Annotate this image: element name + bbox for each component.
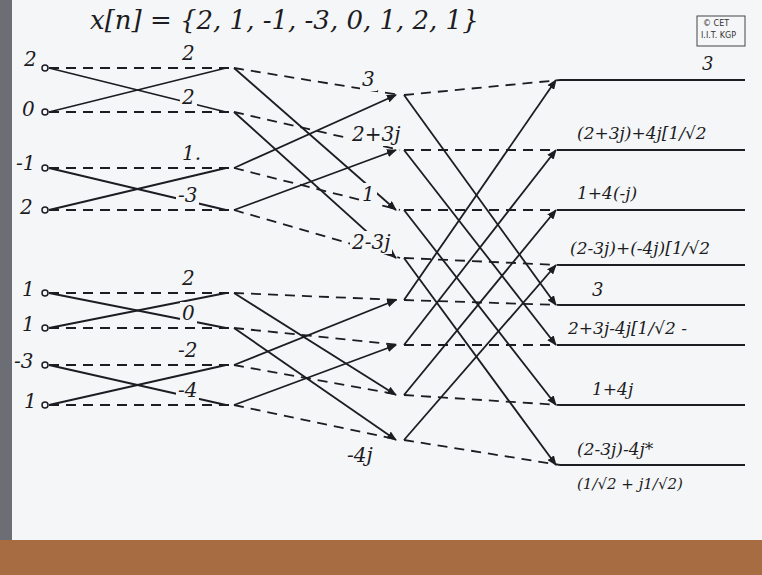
table-surface bbox=[0, 540, 762, 575]
input-node bbox=[42, 165, 48, 171]
stage1-value: 2 bbox=[180, 42, 197, 65]
butterfly-cross bbox=[49, 168, 226, 210]
butterfly-cross bbox=[49, 293, 226, 328]
butterfly-straight bbox=[404, 149, 560, 151]
butterfly-cross bbox=[404, 150, 556, 345]
stage1-value: 2 bbox=[180, 86, 197, 109]
stage2-value: 3 bbox=[360, 68, 377, 91]
butterfly-cross bbox=[404, 210, 556, 395]
stage2-value: 2-3j bbox=[350, 231, 392, 254]
input-value: 0 bbox=[20, 98, 37, 121]
butterfly-straight bbox=[404, 258, 560, 265]
input-node bbox=[42, 402, 48, 408]
butterfly-cross bbox=[404, 210, 556, 405]
butterfly-cross bbox=[234, 300, 396, 365]
output-value: 3 bbox=[590, 280, 605, 301]
output-value: 3 bbox=[700, 54, 715, 75]
output-line bbox=[560, 404, 745, 406]
input-node bbox=[42, 325, 48, 331]
butterfly-cross bbox=[404, 80, 556, 300]
input-value: -3 bbox=[12, 350, 35, 373]
input-value: 1 bbox=[20, 313, 37, 336]
input-node bbox=[42, 290, 48, 296]
butterfly-cross bbox=[234, 150, 396, 210]
output-line bbox=[560, 79, 745, 81]
stage1-value: 1. bbox=[180, 142, 203, 165]
butterfly-straight bbox=[234, 365, 400, 395]
title: x[n] = {2, 1, -1, -3, 0, 1, 2, 1} bbox=[88, 6, 481, 36]
butterfly-straight bbox=[404, 209, 560, 211]
stage1-value: 0 bbox=[180, 302, 197, 325]
output-line bbox=[560, 464, 745, 466]
stage2-value: 1 bbox=[360, 183, 377, 206]
output-value: (2-3j)-4j* bbox=[575, 440, 655, 460]
stage1-value: -2 bbox=[176, 339, 199, 362]
butterfly-cross bbox=[404, 265, 556, 440]
butterfly-straight bbox=[49, 364, 230, 366]
butterfly-cross bbox=[49, 168, 226, 210]
output-line bbox=[560, 304, 745, 306]
butterfly-straight bbox=[234, 168, 400, 210]
output-value: 1+4(-j) bbox=[575, 184, 639, 204]
output-line bbox=[560, 149, 745, 151]
butterfly-cross bbox=[49, 68, 226, 112]
stage1-value: -4 bbox=[176, 379, 199, 402]
watermark: © CET bbox=[701, 19, 731, 28]
butterfly-straight bbox=[404, 80, 560, 95]
watermark: I.I.T. KGP bbox=[699, 31, 738, 40]
paper-edge bbox=[0, 0, 12, 575]
butterfly-cross bbox=[404, 95, 556, 305]
butterfly-straight bbox=[49, 67, 230, 69]
butterfly-straight bbox=[49, 404, 230, 406]
output-line bbox=[560, 344, 745, 346]
input-value: 1 bbox=[20, 278, 37, 301]
butterfly-straight bbox=[404, 440, 560, 465]
stage2-value: -4j bbox=[345, 444, 375, 467]
butterfly-straight bbox=[234, 210, 400, 258]
stage2-value: 2+3j bbox=[350, 123, 402, 146]
output-value: (2-3j)+(-4j)[1/√2 bbox=[568, 239, 712, 259]
output-line bbox=[560, 264, 745, 266]
butterfly-straight bbox=[49, 292, 230, 294]
butterfly-cross bbox=[49, 68, 226, 112]
butterfly-straight bbox=[49, 327, 230, 329]
input-value: 2 bbox=[22, 48, 39, 71]
input-value: 1 bbox=[22, 390, 39, 413]
butterfly-straight bbox=[49, 167, 230, 169]
output-value: 2+3j-4j[1/√2 - bbox=[566, 319, 689, 339]
butterfly-straight bbox=[234, 293, 400, 300]
butterfly-cross bbox=[234, 345, 396, 405]
butterfly-straight bbox=[404, 344, 560, 346]
butterfly-cross bbox=[404, 150, 556, 345]
input-node bbox=[42, 109, 48, 115]
input-node bbox=[42, 362, 48, 368]
butterfly-cross bbox=[234, 328, 396, 440]
output-value: 1+4j bbox=[590, 380, 635, 400]
butterfly-cross bbox=[49, 293, 226, 328]
output-line bbox=[560, 209, 745, 211]
input-node bbox=[42, 65, 48, 71]
watermark-box bbox=[697, 16, 745, 46]
butterfly-straight bbox=[234, 405, 400, 440]
input-node bbox=[42, 207, 48, 213]
butterfly-cross bbox=[49, 365, 226, 405]
butterfly-straight bbox=[49, 111, 230, 113]
output-value: (1/√2 + j1/√2) bbox=[575, 476, 685, 493]
butterfly-straight bbox=[404, 395, 560, 405]
butterfly-straight bbox=[49, 209, 230, 211]
butterfly-cross bbox=[49, 365, 226, 405]
output-value: (2+3j)+4j[1/√2 bbox=[575, 124, 709, 144]
stage1-value: -3 bbox=[176, 184, 199, 207]
stage1-value: 2 bbox=[180, 267, 197, 290]
input-value: -1 bbox=[14, 152, 37, 175]
butterfly-cross bbox=[404, 258, 556, 465]
input-value: 2 bbox=[18, 196, 35, 219]
butterfly-straight bbox=[234, 328, 400, 345]
